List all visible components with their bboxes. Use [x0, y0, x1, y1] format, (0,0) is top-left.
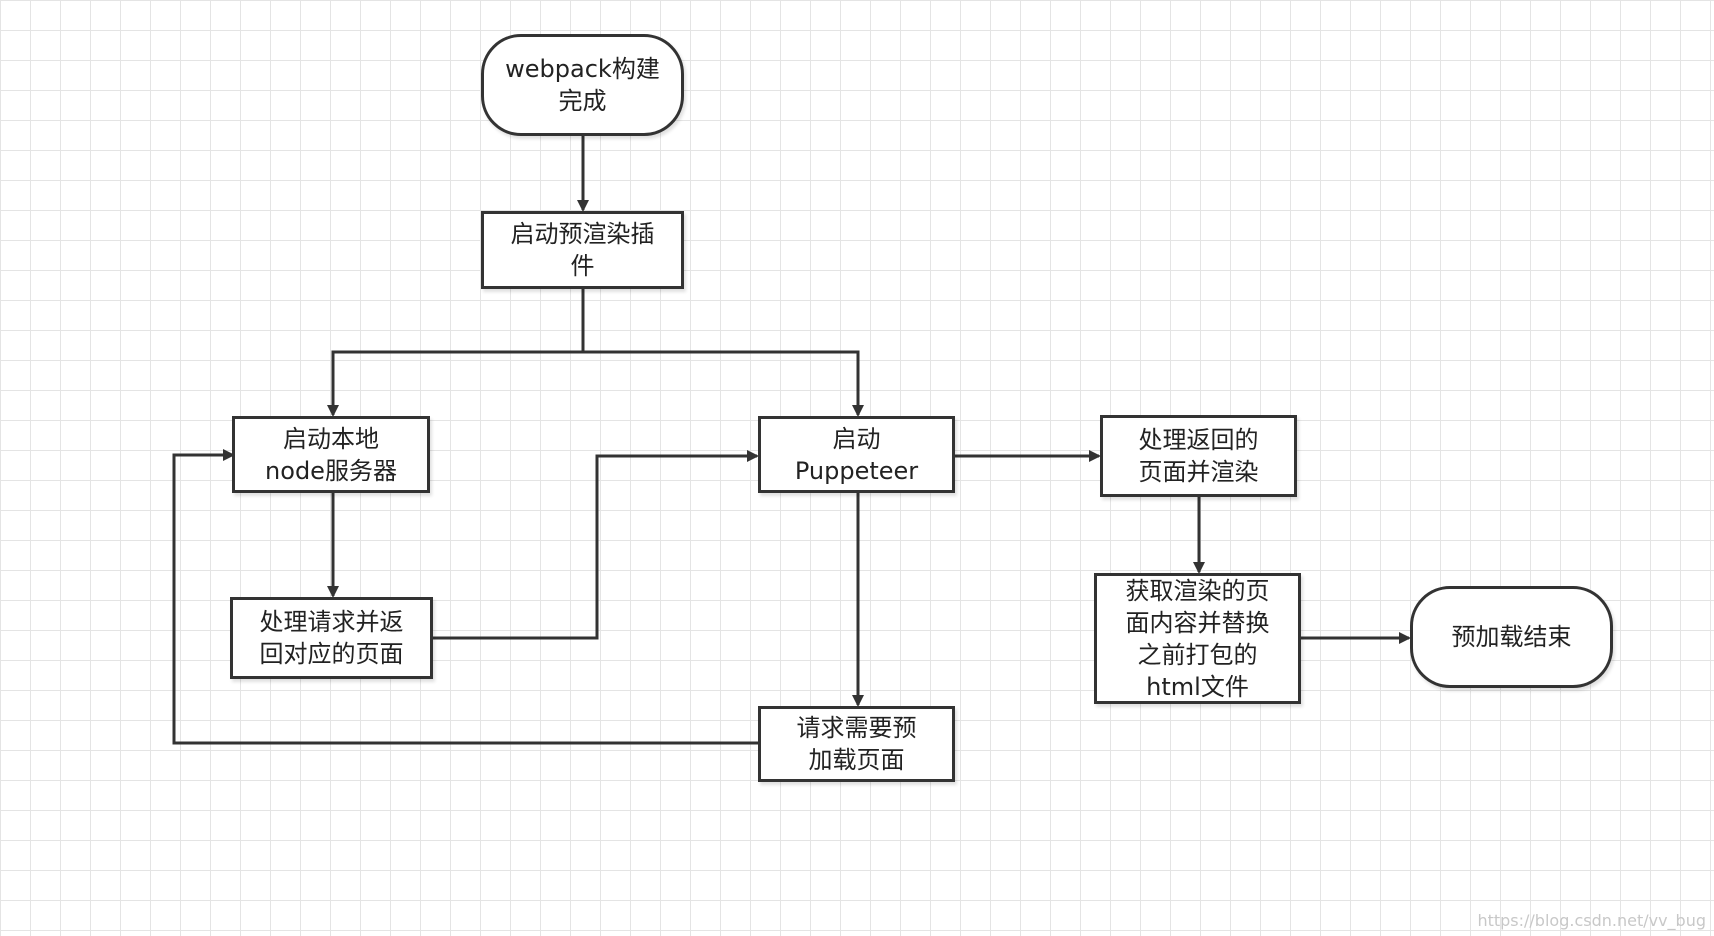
node-preload-finished-label: 预加载结束	[1451, 623, 1572, 651]
node-webpack-build-done-label: webpack构建 完成	[505, 55, 660, 115]
edge-split-to-server	[327, 350, 583, 417]
node-start-local-server: 启动本地 node服务器	[232, 416, 430, 493]
node-process-and-render: 处理返回的 页面并渲染	[1100, 415, 1297, 497]
node-handle-request: 处理请求并返 回对应的页面	[230, 597, 433, 679]
node-start-prerender-plugin: 启动预渲染插 件	[481, 211, 684, 289]
node-start-puppeteer: 启动 Puppeteer	[758, 416, 955, 493]
node-request-preload-page: 请求需要预 加载页面	[758, 706, 955, 782]
node-replace-html-label: 获取渲染的页 面内容并替换 之前打包的 html文件	[1125, 576, 1270, 701]
node-start-local-server-label: 启动本地 node服务器	[265, 424, 397, 485]
node-process-and-render-label: 处理返回的 页面并渲染	[1138, 426, 1259, 486]
node-replace-html: 获取渲染的页 面内容并替换 之前打包的 html文件	[1094, 573, 1301, 704]
node-preload-finished: 预加载结束	[1410, 586, 1613, 688]
edge-handle-to-puppeteer	[433, 450, 759, 640]
node-request-preload-page-label: 请求需要预 加载页面	[796, 714, 917, 774]
edge-request-to-server	[172, 449, 760, 745]
node-webpack-build-done: webpack构建 完成	[481, 34, 684, 136]
node-start-prerender-plugin-label: 启动预渲染插 件	[510, 220, 655, 280]
node-handle-request-label: 处理请求并返 回对应的页面	[259, 608, 404, 668]
edge-split-to-puppeteer	[583, 350, 864, 417]
node-start-puppeteer-label: 启动 Puppeteer	[794, 424, 919, 485]
watermark-text: https://blog.csdn.net/vv_bug	[1477, 911, 1706, 930]
